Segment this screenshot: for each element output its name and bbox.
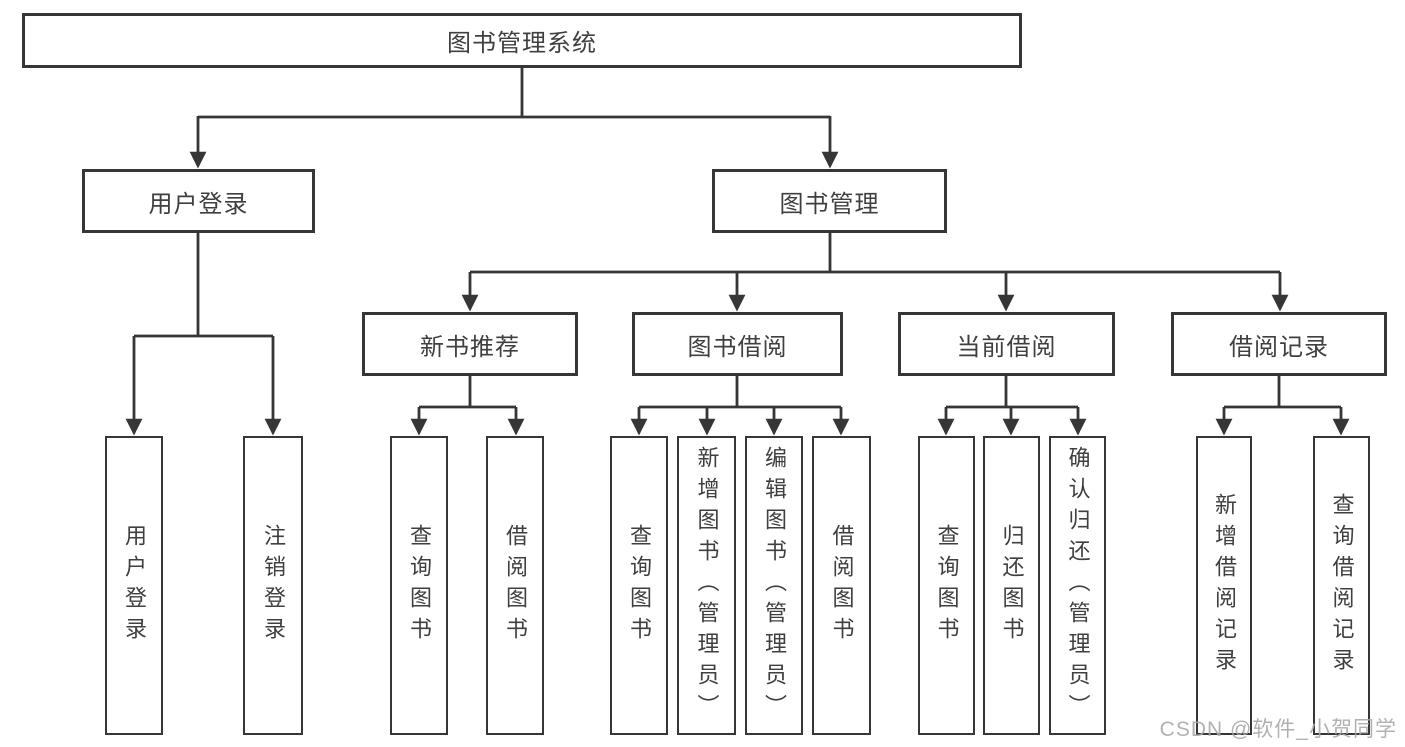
leaf-query-books-borrow-label: 查询图书 bbox=[627, 523, 652, 648]
leaf-confirm-return-admin: 确认归还（管理员） bbox=[1049, 436, 1106, 735]
leaf-borrow-books-recommend: 借阅图书 bbox=[486, 436, 544, 735]
leaf-user-login: 用户登录 bbox=[105, 436, 163, 735]
leaf-logout-label: 注销登录 bbox=[261, 523, 286, 648]
leaf-query-books-current: 查询图书 bbox=[918, 436, 975, 735]
leaf-query-borrow-record-label: 查询借阅记录 bbox=[1329, 492, 1355, 679]
leaf-return-books: 归还图书 bbox=[983, 436, 1040, 735]
leaf-add-borrow-record: 新增借阅记录 bbox=[1196, 436, 1252, 735]
leaf-add-books-admin-label: 新增图书（管理员） bbox=[694, 446, 720, 725]
leaf-confirm-return-admin-label: 确认归还（管理员） bbox=[1065, 446, 1091, 725]
leaf-edit-books-admin: 编辑图书（管理员） bbox=[745, 436, 803, 735]
leaf-add-borrow-record-label: 新增借阅记录 bbox=[1212, 492, 1237, 679]
node-current-borrow: 当前借阅 bbox=[898, 312, 1115, 376]
leaf-query-books-borrow: 查询图书 bbox=[610, 436, 668, 735]
leaf-borrow-books-label: 借阅图书 bbox=[829, 523, 855, 648]
leaf-query-books-current-label: 查询图书 bbox=[934, 523, 960, 648]
leaf-query-books-recommend-label: 查询图书 bbox=[407, 523, 432, 648]
csdn-watermark: CSDN @软件_小贺同学 bbox=[1159, 718, 1397, 741]
node-user-login: 用户登录 bbox=[82, 169, 315, 233]
leaf-edit-books-admin-label: 编辑图书（管理员） bbox=[762, 446, 787, 725]
leaf-user-login-label: 用户登录 bbox=[122, 523, 147, 648]
leaf-query-books-recommend: 查询图书 bbox=[390, 436, 448, 735]
leaf-return-books-label: 归还图书 bbox=[999, 523, 1025, 648]
leaf-logout: 注销登录 bbox=[243, 436, 303, 735]
node-book-borrow: 图书借阅 bbox=[632, 312, 843, 376]
node-book-management: 图书管理 bbox=[712, 169, 947, 233]
leaf-borrow-books: 借阅图书 bbox=[812, 436, 871, 735]
leaf-borrow-books-recommend-label: 借阅图书 bbox=[503, 523, 528, 648]
node-new-book-recommend: 新书推荐 bbox=[362, 312, 578, 376]
leaf-add-books-admin: 新增图书（管理员） bbox=[677, 436, 736, 735]
node-library-management-system: 图书管理系统 bbox=[22, 13, 1022, 68]
leaf-query-borrow-record: 查询借阅记录 bbox=[1313, 436, 1370, 735]
node-borrow-records: 借阅记录 bbox=[1171, 312, 1387, 376]
